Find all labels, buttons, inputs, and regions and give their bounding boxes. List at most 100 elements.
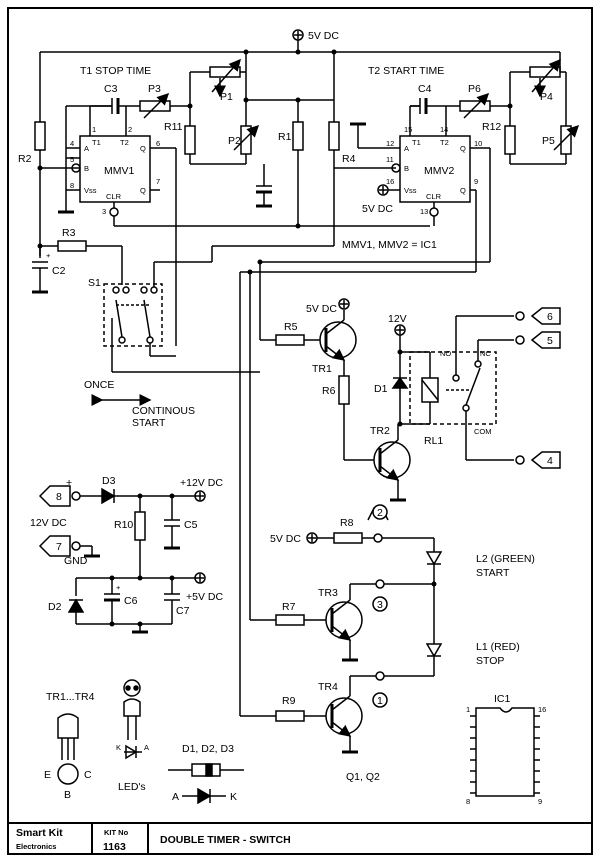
label-tr2: TR2 bbox=[370, 425, 390, 437]
label-5v-r8: 5V DC bbox=[270, 533, 301, 545]
relay-rl1 bbox=[391, 315, 514, 461]
label-r7: R7 bbox=[282, 601, 296, 613]
label-plus12: +12V DC bbox=[180, 477, 223, 489]
label-p4: P4 bbox=[540, 91, 553, 103]
label-d3: D3 bbox=[102, 475, 116, 487]
mmv1-pin-num-1: 1 bbox=[92, 125, 96, 134]
terminal-number-1: 1 bbox=[377, 695, 383, 707]
kit-no-label: KIT No bbox=[104, 828, 129, 837]
label-d1: D1 bbox=[374, 383, 388, 395]
potentiometer-p3 bbox=[139, 92, 190, 119]
label-ic-note: MMV1, MMV2 = IC1 bbox=[342, 239, 437, 251]
ic1-pin-1: 1 bbox=[466, 705, 470, 714]
diode-pinout bbox=[168, 763, 244, 805]
label-start: START bbox=[132, 417, 166, 429]
mmv2-pin-num-12: 12 bbox=[386, 139, 394, 148]
label-c3: C3 bbox=[104, 83, 118, 95]
label-plus5: +5V DC bbox=[186, 591, 223, 603]
label-r9: R9 bbox=[282, 695, 296, 707]
label-no: NO bbox=[440, 349, 451, 358]
label-5v-mmv2: 5V DC bbox=[362, 203, 393, 215]
label-tr3: TR3 bbox=[318, 587, 338, 599]
label-p2: P2 bbox=[228, 135, 241, 147]
led-pinout bbox=[123, 679, 142, 760]
mmv2-pin-a: A bbox=[404, 144, 409, 153]
terminal-number-4: 4 bbox=[547, 455, 553, 467]
mmv1-pin-num-7: 7 bbox=[156, 177, 160, 186]
mmv2-pin-num-9: 9 bbox=[474, 177, 478, 186]
mmv1-pin-b: B bbox=[84, 164, 89, 173]
mmv1-pin-num-4: 4 bbox=[70, 139, 74, 148]
capacitor-c3 bbox=[66, 98, 140, 114]
monostable-mmv1 bbox=[58, 105, 430, 346]
mmv2-pin-num-13: 13 bbox=[420, 207, 428, 216]
label-5v-tr1: 5V DC bbox=[306, 303, 337, 315]
label-tr4: TR4 bbox=[318, 681, 338, 693]
timing-network-t1 bbox=[184, 52, 334, 165]
label-tr-e: E bbox=[44, 769, 51, 781]
terminal-number-6: 6 bbox=[547, 311, 553, 323]
switch-s1 bbox=[103, 246, 260, 373]
label-12v: 12V bbox=[388, 313, 407, 325]
resistor-r2 bbox=[34, 52, 46, 256]
kit-title: DOUBLE TIMER - SWITCH bbox=[160, 834, 291, 846]
terminal-number-2: 2 bbox=[377, 507, 383, 519]
terminal-1 bbox=[372, 692, 388, 708]
timing-network-t2 bbox=[504, 52, 580, 165]
monostable-mmv2 bbox=[212, 105, 491, 273]
resistor-r3 bbox=[40, 240, 123, 285]
transistor-tr4 bbox=[239, 272, 376, 754]
mmv1-pin-q: Q bbox=[140, 144, 146, 153]
label-5v-top: 5V DC bbox=[308, 30, 339, 42]
label-t2: T2 START TIME bbox=[368, 65, 444, 77]
kit-no: 1163 bbox=[103, 841, 126, 853]
label-tr1: TR1 bbox=[312, 363, 332, 375]
label-mmv1: MMV1 bbox=[104, 165, 134, 177]
label-plus-c2: + bbox=[46, 251, 51, 260]
ic1-pinout bbox=[470, 707, 540, 797]
transistor-pinout bbox=[57, 713, 79, 785]
label-d2: D2 bbox=[48, 601, 62, 613]
mmv2-pin-clr: CLR bbox=[426, 192, 442, 201]
mmv1-pin-num-5: 5 bbox=[70, 155, 74, 164]
ic1-pin-9: 9 bbox=[538, 797, 542, 806]
mmv2-pin-qbar: Q bbox=[460, 186, 466, 195]
label-r4: R4 bbox=[342, 153, 356, 165]
brand-line-2: Electronics bbox=[16, 842, 56, 851]
label-s1: S1 bbox=[88, 277, 101, 289]
brand-line-1: Smart Kit bbox=[16, 827, 63, 839]
terminal-number-5: 5 bbox=[547, 335, 553, 347]
label-plus-c6: + bbox=[116, 583, 121, 592]
label-diode-a: A bbox=[172, 791, 179, 803]
resistor-r6 bbox=[338, 375, 374, 461]
label-diodes: D1, D2, D3 bbox=[182, 743, 234, 755]
label-once: ONCE bbox=[84, 379, 114, 391]
transistor-tr1 bbox=[259, 262, 357, 376]
label-nc: NC bbox=[480, 349, 491, 358]
mmv1-pin-num-3: 3 bbox=[102, 207, 106, 216]
terminal-5 bbox=[515, 331, 561, 349]
label-r10: R10 bbox=[114, 519, 133, 531]
terminal-6 bbox=[515, 307, 561, 325]
mmv1-pin-qbar: Q bbox=[140, 186, 146, 195]
mmv2-pin-t1: T1 bbox=[412, 138, 421, 147]
label-l1b: STOP bbox=[476, 655, 504, 667]
resistor-r1 bbox=[292, 100, 304, 226]
potentiometer-p6 bbox=[459, 92, 510, 119]
terminal-4 bbox=[515, 451, 561, 469]
mmv2-pin-b: B bbox=[404, 164, 409, 173]
label-r11: R11 bbox=[164, 121, 183, 133]
label-r1: R1 bbox=[278, 131, 292, 143]
mmv2-pin-vss: Vss bbox=[404, 186, 417, 195]
label-r5: R5 bbox=[284, 321, 298, 333]
label-c7: C7 bbox=[176, 605, 190, 617]
label-p3: P3 bbox=[148, 83, 161, 95]
capacitor-c1 bbox=[256, 164, 272, 208]
label-gnd: GND bbox=[64, 555, 88, 567]
label-c2: C2 bbox=[52, 265, 66, 277]
label-p5: P5 bbox=[542, 135, 555, 147]
label-mmv2: MMV2 bbox=[424, 165, 454, 177]
ic1-pin-8: 8 bbox=[466, 797, 470, 806]
mmv1-pin-num-2: 2 bbox=[128, 125, 132, 134]
label-ic1: IC1 bbox=[494, 693, 511, 705]
